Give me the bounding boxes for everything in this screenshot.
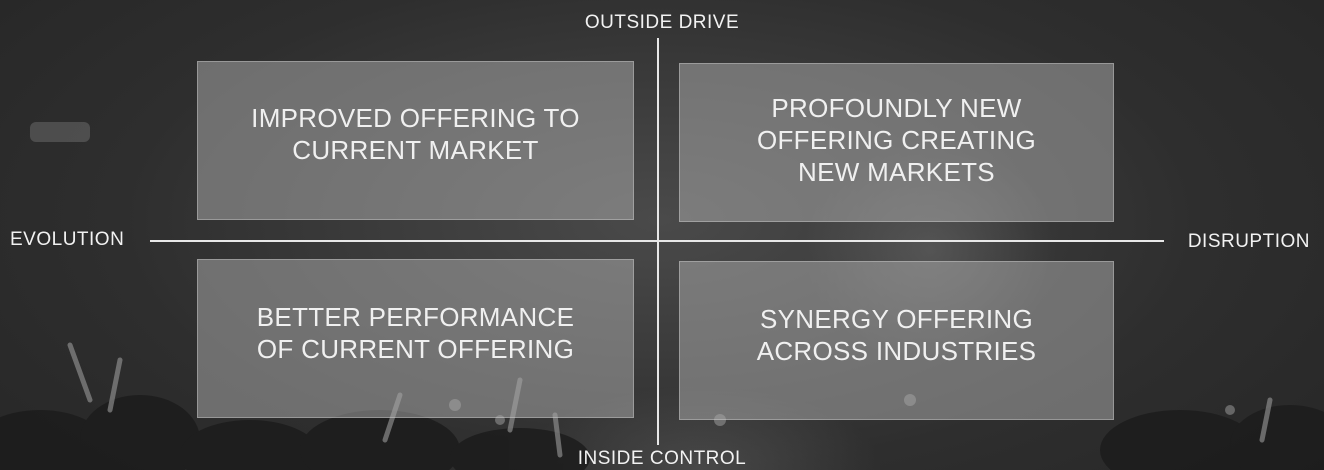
axis-label-right: DISRUPTION — [1187, 231, 1310, 252]
quadrant-top-right: PROFOUNDLY NEW OFFERING CREATING NEW MAR… — [679, 63, 1114, 222]
quadrant-top-left: IMPROVED OFFERING TO CURRENT MARKET — [197, 61, 634, 220]
quadrant-top-left-text: IMPROVED OFFERING TO CURRENT MARKET — [251, 102, 580, 165]
axis-label-top: OUTSIDE DRIVE — [584, 12, 740, 33]
vertical-axis-line — [657, 38, 659, 445]
quadrant-bottom-left-text: BETTER PERFORMANCE OF CURRENT OFFERING — [256, 301, 575, 364]
quadrant-bottom-left: BETTER PERFORMANCE OF CURRENT OFFERING — [197, 259, 634, 418]
quadrant-bottom-right: SYNERGY OFFERING ACROSS INDUSTRIES — [679, 261, 1114, 420]
axis-label-bottom: INSIDE CONTROL — [577, 448, 747, 469]
quadrant-top-right-text: PROFOUNDLY NEW OFFERING CREATING NEW MAR… — [756, 92, 1037, 187]
quadrant-bottom-right-text: SYNERGY OFFERING ACROSS INDUSTRIES — [756, 303, 1037, 366]
axis-label-left: EVOLUTION — [10, 229, 125, 250]
